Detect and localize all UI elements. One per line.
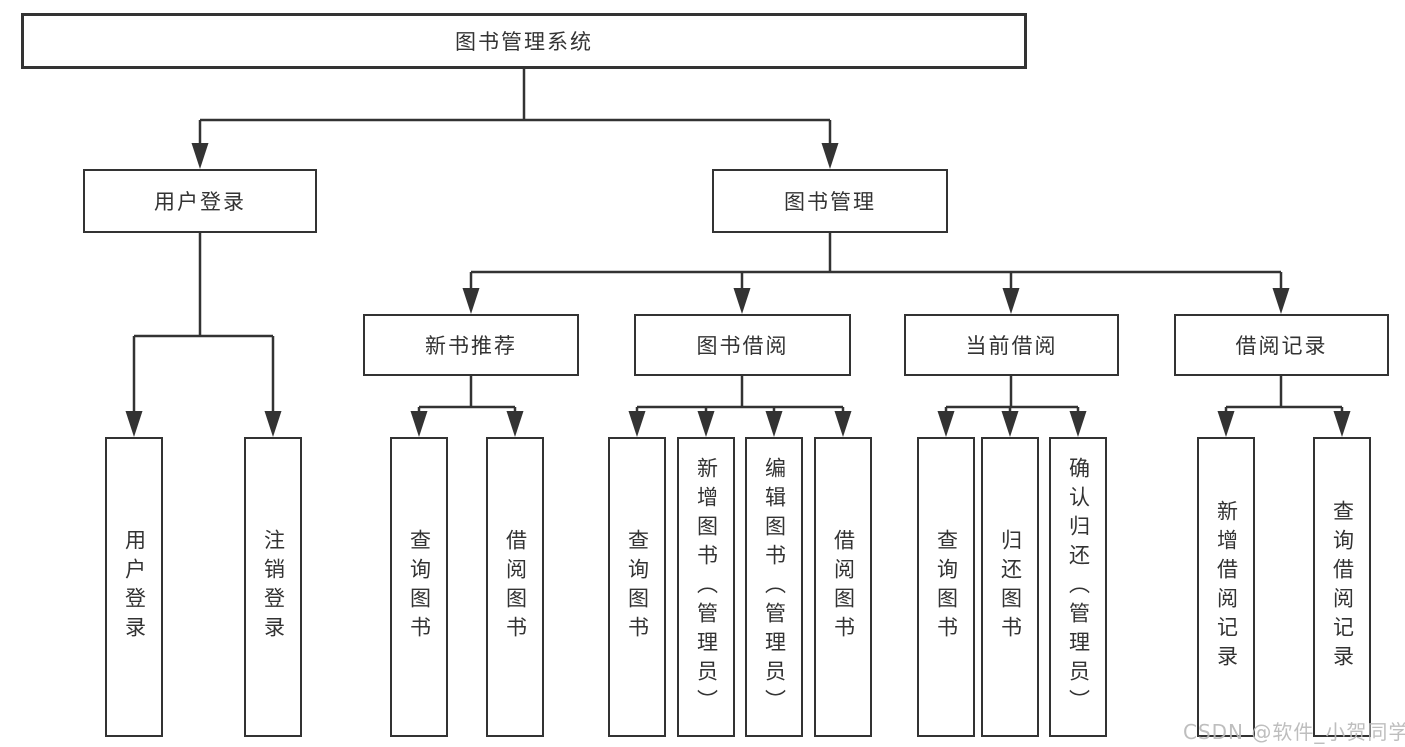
leaf-nbr-borrow-books: 借阅图书 <box>486 437 544 737</box>
leaf-label: 查询图书 <box>407 529 432 645</box>
arrowhead-icon <box>628 411 646 437</box>
leaf-cb-query-books: 查询图书 <box>917 437 975 737</box>
leaf-logout-login: 注销登录 <box>244 437 302 737</box>
leaf-label: 借阅图书 <box>831 529 856 645</box>
node-root: 图书管理系统 <box>21 13 1027 69</box>
leaf-label: 新增借阅记录 <box>1214 500 1239 674</box>
leaf-bb-borrow-books: 借阅图书 <box>814 437 872 737</box>
leaf-cb-confirm-return-admin: 确认归还（管理员） <box>1049 437 1107 737</box>
leaf-label: 用户登录 <box>122 529 147 645</box>
node-book-borrowing: 图书借阅 <box>634 314 851 376</box>
node-label: 借阅记录 <box>1235 334 1328 358</box>
leaf-bb-edit-book-admin: 编辑图书（管理员） <box>745 437 803 737</box>
node-borrowing-records: 借阅记录 <box>1174 314 1389 376</box>
arrowhead-icon <box>937 411 955 437</box>
leaf-label: 新增图书（管理员） <box>694 456 719 718</box>
node-label: 用户登录 <box>154 190 246 214</box>
arrowhead-icon <box>834 411 852 437</box>
leaf-label: 编辑图书（管理员） <box>762 456 787 718</box>
arrowhead-icon <box>506 411 524 437</box>
arrowhead-icon <box>1001 411 1019 437</box>
arrowhead-icon <box>1002 288 1020 314</box>
node-book-management: 图书管理 <box>712 169 948 233</box>
arrowhead-icon <box>733 288 751 314</box>
leaf-label: 归还图书 <box>998 529 1023 645</box>
leaf-label: 注销登录 <box>261 529 286 645</box>
node-label: 图书借阅 <box>696 334 789 358</box>
leaf-user-login: 用户登录 <box>105 437 163 737</box>
arrowhead-icon <box>264 411 282 437</box>
arrowhead-icon <box>410 411 428 437</box>
leaf-label: 确认归还（管理员） <box>1066 456 1091 718</box>
arrowhead-icon <box>697 411 715 437</box>
arrowhead-icon <box>765 411 783 437</box>
leaf-br-query-borrow-record: 查询借阅记录 <box>1313 437 1371 737</box>
node-new-book-recommendation: 新书推荐 <box>363 314 579 376</box>
leaf-label: 借阅图书 <box>503 529 528 645</box>
arrowhead-icon <box>1217 411 1235 437</box>
node-label: 当前借阅 <box>965 334 1058 358</box>
leaf-bb-query-books: 查询图书 <box>608 437 666 737</box>
node-label: 图书管理系统 <box>455 30 593 54</box>
csdn-watermark: CSDN @软件_小贺同学 <box>1183 720 1405 744</box>
arrowhead-icon <box>1272 288 1290 314</box>
node-current-borrowing: 当前借阅 <box>904 314 1119 376</box>
arrowhead-icon <box>821 143 839 169</box>
leaf-nbr-query-books: 查询图书 <box>390 437 448 737</box>
leaf-bb-add-book-admin: 新增图书（管理员） <box>677 437 735 737</box>
arrowhead-icon <box>1069 411 1087 437</box>
node-user-login: 用户登录 <box>83 169 317 233</box>
leaf-label: 查询图书 <box>625 529 650 645</box>
arrowhead-icon <box>462 288 480 314</box>
node-label: 新书推荐 <box>425 334 517 358</box>
leaf-label: 查询图书 <box>934 529 959 645</box>
arrowhead-icon <box>191 143 209 169</box>
arrowhead-icon <box>1333 411 1351 437</box>
leaf-cb-return-books: 归还图书 <box>981 437 1039 737</box>
leaf-br-add-borrow-record: 新增借阅记录 <box>1197 437 1255 737</box>
arrowhead-icon <box>125 411 143 437</box>
node-label: 图书管理 <box>784 190 876 214</box>
leaf-label: 查询借阅记录 <box>1330 500 1355 674</box>
